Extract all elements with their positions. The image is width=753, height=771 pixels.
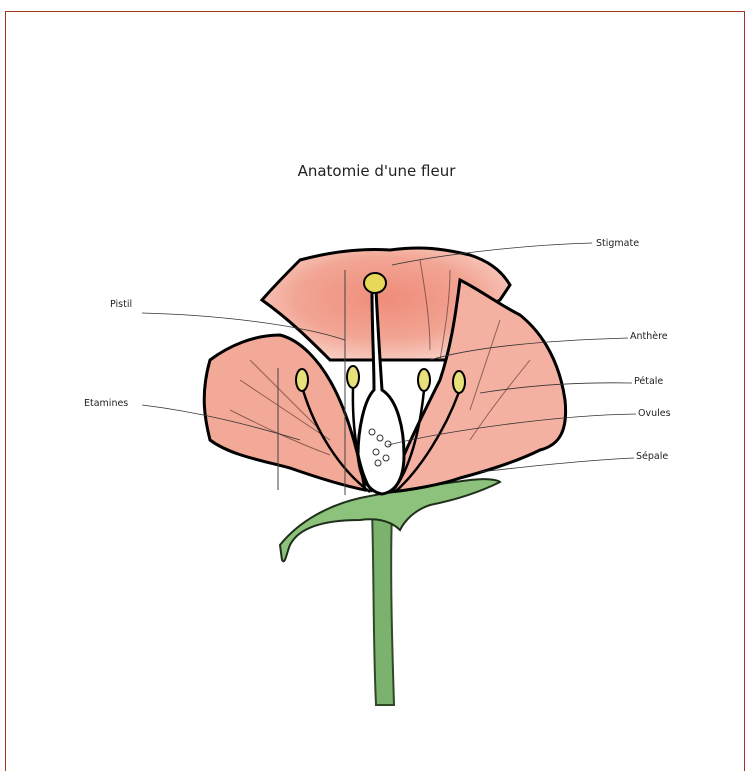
label-stigmate: Stigmate (596, 238, 639, 249)
label-petale: Pétale (634, 376, 663, 387)
label-anthere: Anthère (630, 331, 668, 342)
stem (372, 510, 394, 705)
label-pistil: Pistil (110, 299, 132, 310)
label-ovules: Ovules (638, 408, 671, 419)
label-sepale: Sépale (636, 451, 668, 462)
label-etamines: Etamines (84, 398, 128, 409)
stigma (364, 273, 386, 293)
